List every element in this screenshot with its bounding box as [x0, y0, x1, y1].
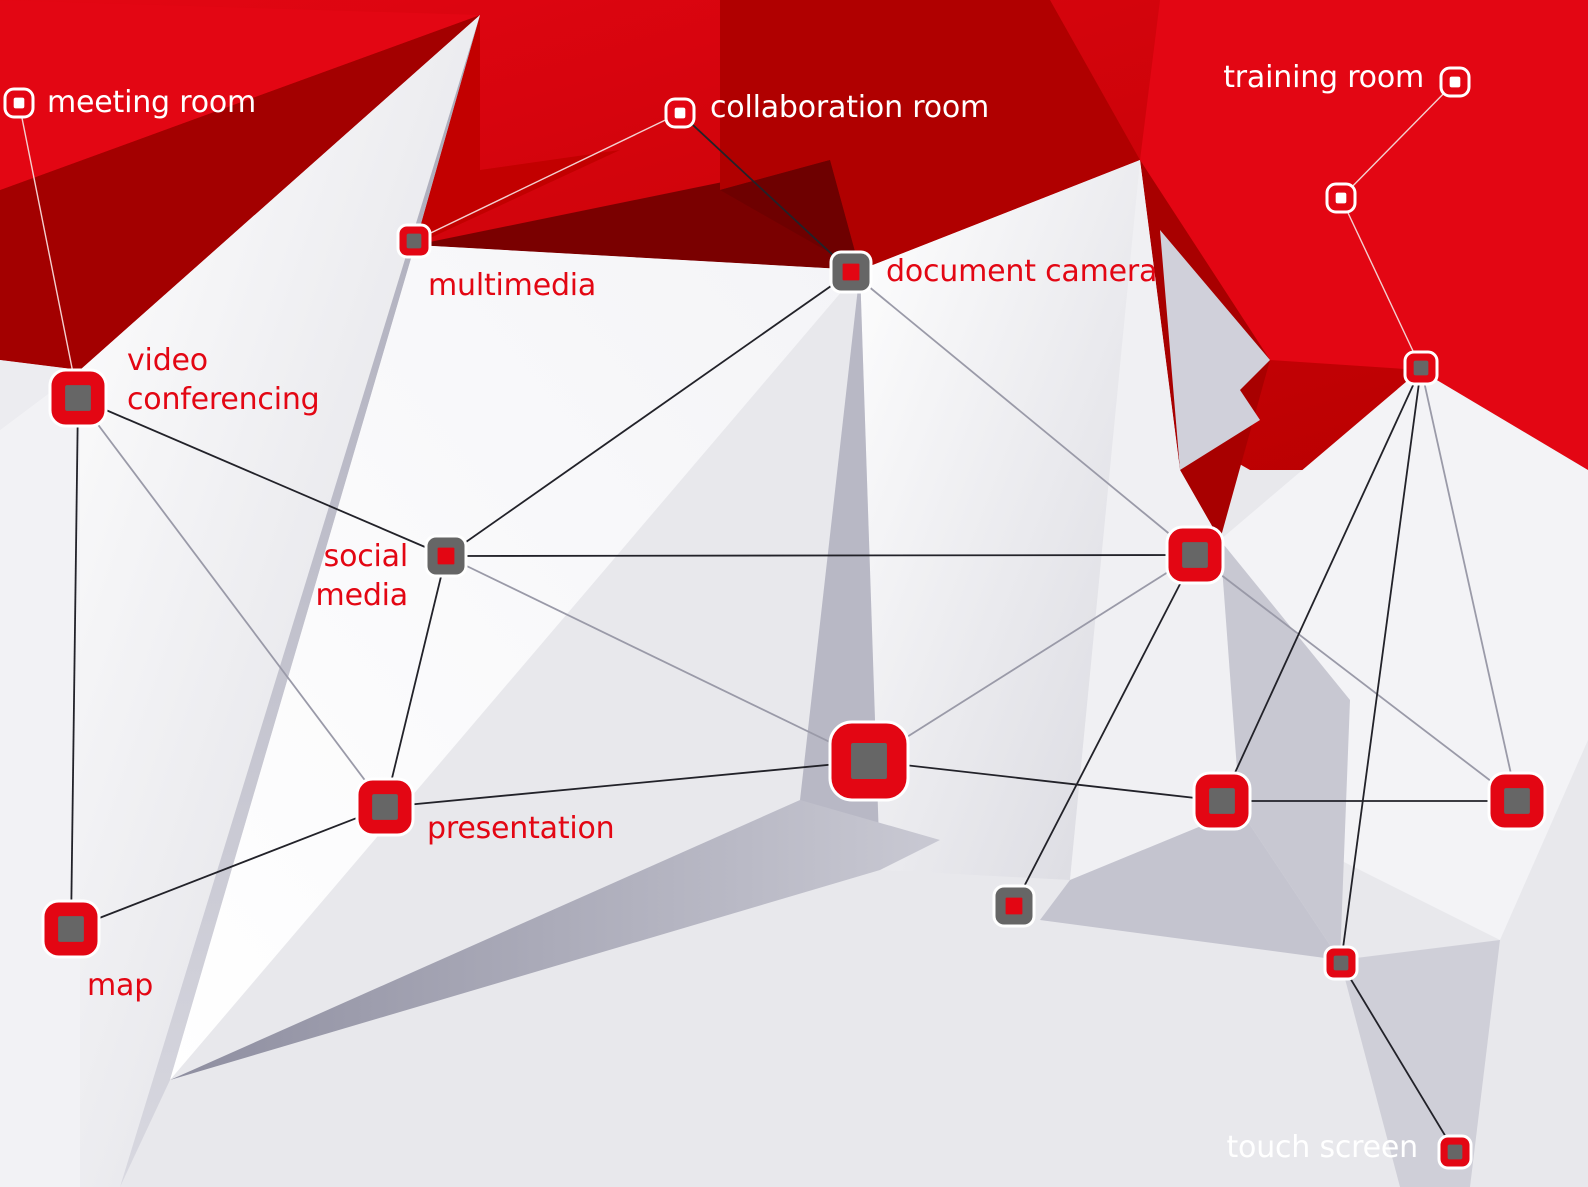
label-social-media: social media — [315, 539, 409, 613]
node-upper-right-node[interactable] — [1403, 350, 1439, 386]
edge-presentation-to-map — [70, 806, 386, 930]
node-core — [1504, 788, 1530, 814]
edge-center-hub-to-lower-center-node — [868, 760, 1223, 802]
node-map[interactable] — [41, 899, 101, 959]
red-facet-top-left — [0, 0, 480, 190]
edge-upper-right-node-to-far-right-node — [1420, 367, 1518, 802]
label-multimedia: multimedia — [428, 268, 597, 303]
edge-video-conferencing-to-presentation — [77, 397, 386, 808]
node-collaboration-room[interactable] — [664, 97, 696, 129]
edge-video-conferencing-to-map — [70, 397, 79, 930]
label-touch-screen: touch screen — [1226, 1130, 1418, 1165]
node-core — [842, 263, 860, 281]
shadow-facet-lower — [1040, 810, 1340, 960]
shadow-facet-left — [120, 15, 480, 1187]
node-core — [1335, 192, 1347, 204]
edge-collaboration-room-to-document-camera — [679, 112, 852, 273]
node-core — [1413, 360, 1429, 376]
edge-upper-right-node-to-lower-right-node — [1340, 367, 1422, 964]
node-core — [1182, 542, 1208, 568]
node-core — [1005, 897, 1023, 915]
node-core — [65, 385, 91, 411]
edge-social-media-to-presentation — [384, 555, 447, 808]
red-facet-right — [1140, 0, 1588, 470]
label-map: map — [87, 968, 154, 1003]
shadow-facet-center — [800, 270, 880, 870]
edge-upper-right-node-to-lower-center-node — [1221, 367, 1422, 802]
red-facet-top-center — [720, 0, 1140, 270]
edge-training-room-to-training-room-link — [1340, 81, 1456, 199]
edge-presentation-to-center-hub — [384, 760, 870, 808]
node-core — [13, 97, 25, 109]
node-lower-right-node[interactable] — [1323, 945, 1359, 981]
edge-right-hub-to-far-right-node — [1194, 554, 1518, 802]
node-social-media[interactable] — [424, 534, 468, 578]
node-core — [58, 916, 84, 942]
edge-right-hub-to-bottom-node — [1013, 554, 1196, 907]
edge-social-media-to-center-hub — [445, 555, 870, 762]
node-right-hub[interactable] — [1165, 525, 1225, 585]
label-collaboration-room: collaboration room — [710, 90, 990, 125]
node-document-camera[interactable] — [829, 250, 873, 294]
edge-meeting-room-to-video-conferencing — [18, 102, 79, 399]
node-core — [372, 794, 398, 820]
label-meeting-room: meeting room — [47, 85, 257, 120]
node-multimedia[interactable] — [396, 223, 432, 259]
node-training-room[interactable] — [1439, 66, 1471, 98]
label-document-camera: document camera — [886, 254, 1158, 289]
node-core — [406, 233, 422, 249]
node-core — [1447, 1144, 1463, 1160]
edge-collaboration-room-to-multimedia — [413, 112, 681, 242]
node-core — [851, 743, 887, 779]
red-facet-mid — [415, 15, 620, 245]
edge-document-camera-to-social-media — [445, 271, 852, 557]
nodes-layer — [3, 66, 1547, 1170]
node-core — [1449, 76, 1461, 88]
white-facet-center-right — [860, 160, 1140, 880]
white-facet-fold — [1070, 160, 1240, 880]
white-facet-center-left — [170, 245, 860, 1080]
node-core — [437, 547, 455, 565]
label-training-room: training room — [1223, 60, 1424, 95]
white-facet-far-left — [0, 370, 80, 1187]
node-core — [1333, 955, 1349, 971]
node-bottom-node[interactable] — [992, 884, 1036, 928]
label-presentation: presentation — [427, 811, 615, 846]
node-training-room-link[interactable] — [1325, 182, 1357, 214]
node-center-hub[interactable] — [828, 720, 910, 802]
fold-flap — [1160, 230, 1270, 470]
shadow-facet-bottom — [170, 800, 940, 1080]
edge-training-room-link-to-upper-right-node — [1340, 197, 1422, 369]
shadow-facet-bottom-right — [1340, 940, 1500, 1187]
node-video-conferencing[interactable] — [48, 368, 108, 428]
edge-lower-right-node-to-touch-screen — [1340, 962, 1456, 1153]
node-presentation[interactable] — [355, 777, 415, 837]
white-facet-long-left — [80, 15, 480, 1187]
node-meeting-room[interactable] — [3, 87, 35, 119]
edge-social-media-to-right-hub — [445, 554, 1196, 557]
node-lower-center-node[interactable] — [1192, 771, 1252, 831]
node-touch-screen[interactable] — [1437, 1134, 1473, 1170]
edge-document-camera-to-right-hub — [850, 271, 1196, 556]
label-video-conferencing: video conferencing — [127, 343, 320, 417]
connection-lines — [18, 81, 1518, 1153]
edge-center-hub-to-right-hub — [868, 554, 1196, 762]
shadow-facet-right — [1220, 540, 1350, 960]
node-core — [1209, 788, 1235, 814]
dark-red-facet-left — [0, 15, 480, 370]
edge-video-conferencing-to-social-media — [77, 397, 447, 557]
node-far-right-node[interactable] — [1487, 771, 1547, 831]
node-core — [674, 107, 686, 119]
